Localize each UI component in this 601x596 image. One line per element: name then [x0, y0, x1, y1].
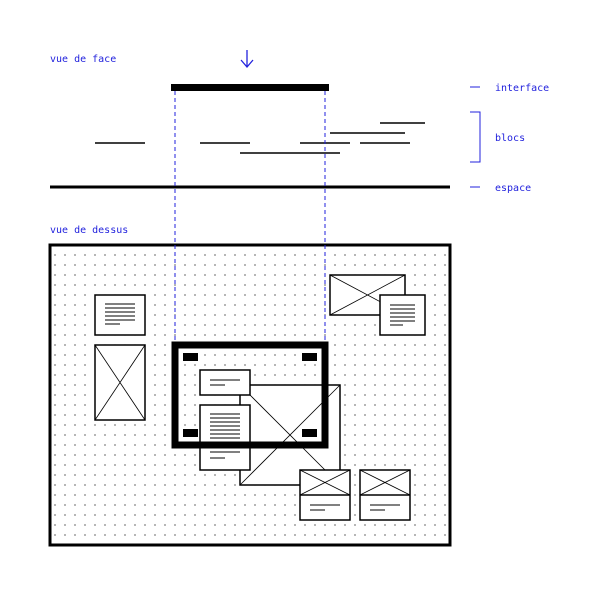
image-text-card-2 — [359, 469, 411, 521]
blocks-label: blocs — [495, 133, 525, 144]
top-view-label: vue de dessus — [50, 225, 128, 236]
text-card-small — [199, 369, 251, 396]
interface-bar — [171, 84, 329, 91]
space-label: espace — [495, 183, 531, 194]
text-block-top-right — [379, 294, 426, 336]
front-view-label: vue de face — [50, 54, 116, 65]
block-segments — [95, 122, 425, 154]
down-arrow-icon — [240, 50, 254, 68]
text-card-tall — [199, 404, 251, 471]
text-block-left — [94, 294, 146, 336]
interface-window — [171, 341, 329, 449]
image-text-card-1 — [299, 469, 351, 521]
interface-label: interface — [495, 83, 549, 94]
blocks-bracket — [470, 111, 481, 163]
image-block-left — [94, 344, 146, 421]
